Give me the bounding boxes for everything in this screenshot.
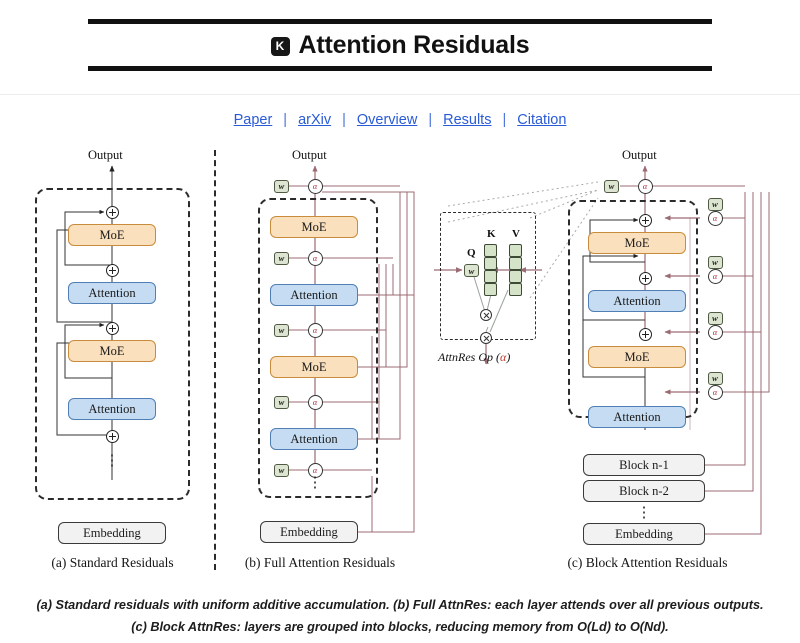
panel-a-moe-1[interactable]: MoE (68, 224, 156, 246)
nav-link-citation[interactable]: Citation (517, 112, 567, 128)
panel-c-output-label: Output (622, 148, 657, 162)
panel-c-weight-chip-2[interactable]: w (707, 311, 723, 325)
panel-a-vertical-dots: ⋮ (104, 453, 120, 469)
inset-k-cell-1 (484, 244, 497, 257)
nav-link-results[interactable]: Results (443, 112, 492, 128)
panel-c-attention-1[interactable]: Attention (588, 290, 686, 312)
inset-caption-suffix: ) (506, 350, 511, 364)
panel-c-alpha-4[interactable]: α (707, 210, 723, 226)
nav-separator: | (428, 112, 433, 128)
panel-b-weight-chip-5[interactable]: w (274, 179, 289, 193)
panel-c-embedding[interactable]: Embedding (583, 523, 705, 545)
panel-b-alpha-1[interactable]: α (307, 462, 323, 478)
panel-c-alpha-2[interactable]: α (707, 324, 723, 340)
inset-k-cell-3 (484, 270, 497, 283)
nav-links: Paper | arXiv | Overview | Results | Cit… (0, 108, 800, 132)
panel-c-vertical-dots: ⋮ (636, 505, 652, 521)
panel-c-add-0 (638, 327, 652, 341)
panel-c-weight-chip-1[interactable]: w (707, 371, 723, 385)
panel-b-attention-2[interactable]: Attention (270, 428, 358, 450)
panel-b-moe-1[interactable]: MoE (270, 216, 358, 238)
panel-c-add-1 (638, 271, 652, 285)
page-title: Attention Residuals (298, 30, 530, 59)
header-rule-bottom (88, 66, 712, 71)
panel-c-add-2 (638, 213, 652, 227)
inset-v-cell-1 (509, 244, 522, 257)
panel-b-alpha-3[interactable]: α (307, 322, 323, 338)
inset-v-cell-2 (509, 257, 522, 270)
header-rule-top (88, 19, 712, 24)
panel-a-add-4 (105, 205, 119, 219)
inset-k-label: K (487, 228, 496, 240)
nav-separator: | (342, 112, 346, 128)
panel-c-block-n-1[interactable]: Block n-1 (583, 454, 705, 476)
panel-c-moe-2[interactable]: MoE (588, 346, 686, 368)
panel-b-alpha-2[interactable]: α (307, 394, 323, 410)
nav-separator: | (283, 112, 288, 128)
title-row: K Attention Residuals (0, 26, 800, 64)
panel-c-weight-chip-3[interactable]: w (707, 255, 723, 269)
inset-v-cell-4 (509, 283, 522, 296)
panel-b-embedding[interactable]: Embedding (260, 521, 358, 543)
nav-link-arxiv[interactable]: arXiv (298, 112, 332, 128)
panel-c-block-n-2[interactable]: Block n-2 (583, 480, 705, 502)
panel-a-attention-1[interactable]: Attention (68, 282, 156, 304)
nav-link-paper[interactable]: Paper (233, 112, 273, 128)
panel-b-output-label: Output (292, 148, 327, 162)
panel-a-embedding[interactable]: Embedding (58, 522, 166, 544)
panel-a-caption: (a) Standard Residuals (51, 555, 174, 570)
panel-a-layer-group (35, 188, 190, 500)
panel-b-layer-group (258, 198, 378, 498)
inset-k-cell-4 (484, 283, 497, 296)
inset-q-label: Q (467, 247, 476, 259)
panel-b-vertical-dots: ⋮ (307, 475, 323, 491)
kimi-logo-icon: K (270, 36, 290, 56)
panel-a-output-label: Output (88, 148, 123, 162)
panel-c-alpha-top[interactable]: α (637, 178, 653, 194)
panel-c-alpha-3[interactable]: α (707, 268, 723, 284)
panel-b-moe-2[interactable]: MoE (270, 356, 358, 378)
inset-caption-alpha: α (500, 350, 507, 364)
panel-c-caption: (c) Block Attention Residuals (567, 555, 728, 570)
nav-link-overview[interactable]: Overview (356, 112, 418, 128)
inset-caption-prefix: AttnRes Op ( (438, 350, 500, 364)
panel-b-weight-chip-4[interactable]: w (274, 251, 289, 265)
architecture-figure: Output MoE Attention MoE Attention ⋮ Emb… (0, 140, 800, 580)
panel-b-weight-chip-1[interactable]: w (274, 463, 289, 477)
panel-b-alpha-4[interactable]: α (307, 250, 323, 266)
panel-c-weight-chip-top[interactable]: w (604, 179, 619, 193)
panel-b-caption: (b) Full Attention Residuals (244, 555, 396, 570)
panel-b-attention-1[interactable]: Attention (270, 284, 358, 306)
panel-a-add-3 (105, 263, 119, 277)
page-header: K Attention Residuals (0, 0, 800, 95)
panel-b-weight-chip-2[interactable]: w (274, 395, 289, 409)
inset-multiply-2 (480, 332, 492, 344)
inset-weight-chip: w (464, 264, 479, 277)
panel-a-add-2 (105, 321, 119, 335)
inset-multiply-1 (480, 309, 492, 321)
panel-a-attention-2[interactable]: Attention (68, 398, 156, 420)
inset-k-cell-2 (484, 257, 497, 270)
figure-caption: (a) Standard residuals with uniform addi… (36, 598, 764, 634)
nav-separator: | (502, 112, 507, 128)
panel-c-alpha-1[interactable]: α (707, 384, 723, 400)
panel-a-add-1 (105, 429, 119, 443)
inset-v-label: V (512, 228, 520, 240)
panel-c-attention-2[interactable]: Attention (588, 406, 686, 428)
panel-divider (214, 150, 216, 570)
panel-a-moe-2[interactable]: MoE (68, 340, 156, 362)
inset-caption: AttnRes Op (α) (438, 350, 510, 365)
inset-v-cell-3 (509, 270, 522, 283)
panel-b-alpha-5[interactable]: α (307, 178, 323, 194)
panel-c-moe-1[interactable]: MoE (588, 232, 686, 254)
header-divider (0, 94, 800, 95)
panel-b-weight-chip-3[interactable]: w (274, 323, 289, 337)
panel-c-weight-chip-4[interactable]: w (707, 197, 723, 211)
